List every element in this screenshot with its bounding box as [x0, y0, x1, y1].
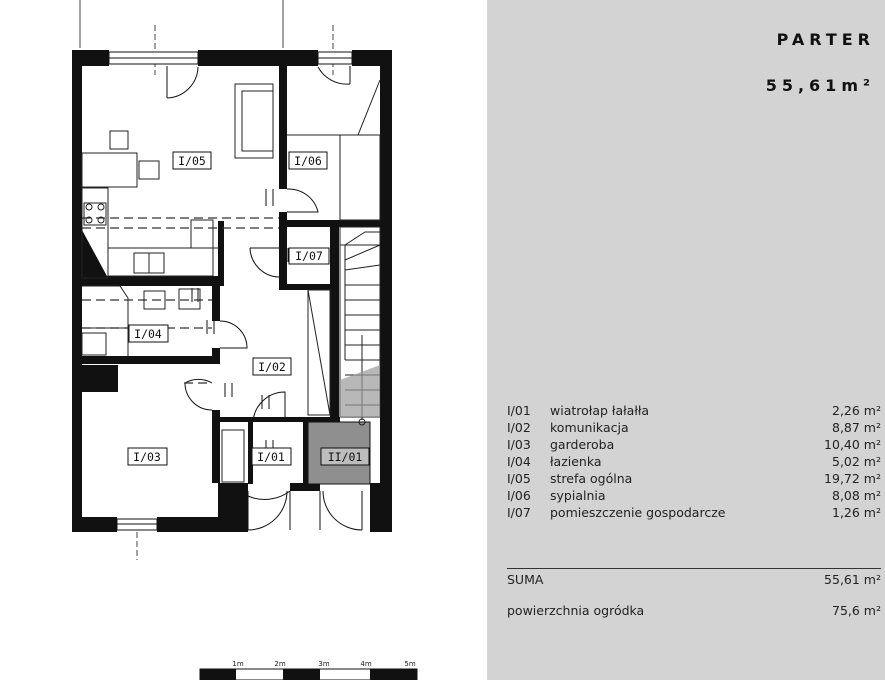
- room-name: sypialnia: [550, 488, 606, 503]
- scale-bar: 1m 2m 3m 4m 5m: [199, 660, 418, 680]
- room-row: I/01 wiatrołap łałałła 2,26 m²: [507, 403, 881, 420]
- sum-value: 55,61 m²: [824, 572, 881, 587]
- room-schedule-panel: PARTER 55,61m² I/01 wiatrołap łałałła 2,…: [487, 0, 885, 680]
- room-name: komunikacja: [550, 420, 629, 435]
- interior-walls: [82, 66, 380, 484]
- room-area: 10,40 m²: [824, 437, 881, 452]
- divider: [507, 568, 881, 569]
- room-label-i-06: I/06: [288, 151, 328, 170]
- scale-label-4m: 4m: [360, 660, 371, 668]
- room-name: pomieszczenie gospodarcze: [550, 505, 726, 520]
- room-code: I/06: [507, 488, 531, 503]
- room-label-i-04: I/04: [128, 324, 169, 343]
- room-label-i-03: I/03: [127, 447, 168, 466]
- room-area: 5,02 m²: [832, 454, 881, 469]
- furniture: [81, 79, 381, 483]
- garden-value: 75,6 m²: [832, 603, 881, 618]
- room-code: I/05: [507, 471, 531, 486]
- room-row: I/06 sypialnia 8,08 m²: [507, 488, 881, 505]
- scale-label-1m: 1m: [232, 660, 243, 668]
- svg-text:I/05: I/05: [178, 154, 206, 168]
- scale-label-5m: 5m: [404, 660, 415, 668]
- room-area: 19,72 m²: [824, 471, 881, 486]
- room-row: I/07 pomieszczenie gospodarcze 1,26 m²: [507, 505, 881, 522]
- room-code: I/07: [507, 505, 531, 520]
- room-code: I/04: [507, 454, 531, 469]
- svg-text:I/06: I/06: [294, 154, 322, 168]
- room-row: I/02 komunikacja 8,87 m²: [507, 420, 881, 437]
- room-code: I/02: [507, 420, 531, 435]
- room-name: wiatrołap łałałła: [550, 403, 650, 418]
- scale-label-2m: 2m: [274, 660, 285, 668]
- room-label-i-05: I/05: [172, 151, 212, 170]
- room-name: strefa ogólna: [550, 471, 633, 486]
- floor-title: PARTER: [776, 30, 875, 49]
- room-name: garderoba: [550, 437, 615, 452]
- svg-text:I/01: I/01: [257, 450, 285, 464]
- svg-text:I/03: I/03: [133, 450, 161, 464]
- room-area: 8,87 m²: [832, 420, 881, 435]
- floor-plan: I/05 I/06 I/07 I/04 I/02 I/03 I/01 II/01…: [72, 0, 418, 680]
- garden-label: powierzchnia ogródka: [507, 603, 645, 618]
- room-area: 1,26 m²: [832, 505, 881, 520]
- room-labels: I/05 I/06 I/07 I/04 I/02 I/03 I/01 II/01: [127, 151, 370, 466]
- room-row: I/05 strefa ogólna 19,72 m²: [507, 471, 881, 488]
- room-label-i-02: I/02: [252, 357, 292, 376]
- outer-walls: [72, 50, 392, 532]
- room-row: I/04 łazienka 5,02 m²: [507, 454, 881, 471]
- svg-text:I/04: I/04: [134, 327, 162, 341]
- room-area: 8,08 m²: [832, 488, 881, 503]
- room-code: I/01: [507, 403, 531, 418]
- room-label-ii-01: II/01: [320, 447, 370, 466]
- scale-label-3m: 3m: [318, 660, 329, 668]
- svg-text:II/01: II/01: [328, 450, 363, 464]
- room-label-i-07: I/07: [288, 247, 330, 265]
- room-code: I/03: [507, 437, 531, 452]
- room-row: I/03 garderoba 10,40 m²: [507, 437, 881, 454]
- sum-label: SUMA: [507, 572, 544, 587]
- room-area: 2,26 m²: [832, 403, 881, 418]
- room-name: łazienka: [550, 454, 602, 469]
- svg-text:I/07: I/07: [295, 249, 323, 263]
- svg-text:I/02: I/02: [258, 360, 286, 374]
- floor-area: 55,61m²: [765, 76, 875, 95]
- room-label-i-01: I/01: [251, 447, 292, 466]
